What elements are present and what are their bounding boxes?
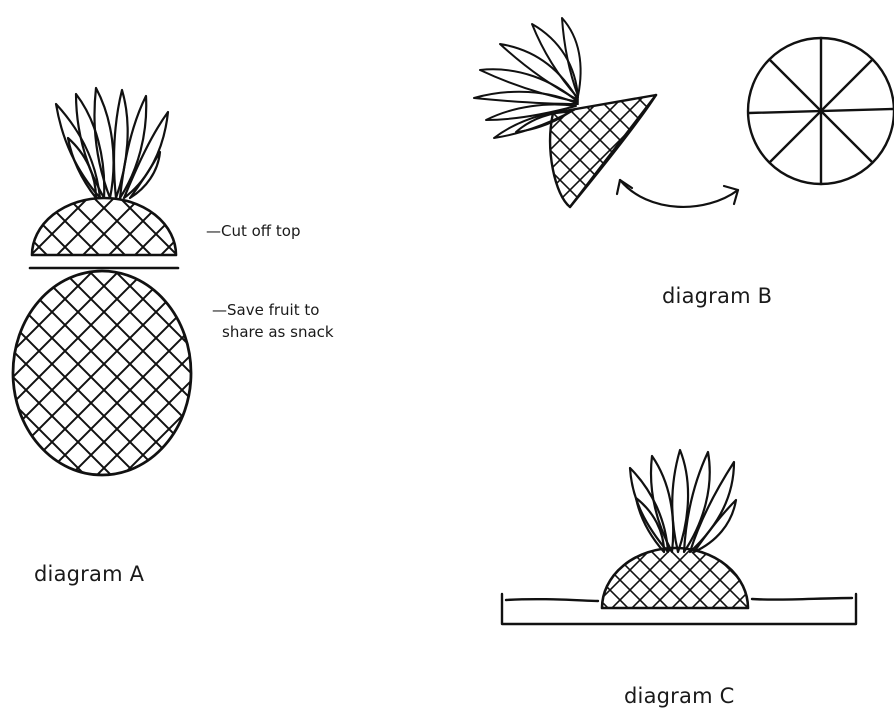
- diagram-b-sliced-disc: [748, 38, 894, 184]
- diagram-c-crown: [630, 450, 736, 552]
- diagram-c-planted-top: [600, 545, 750, 610]
- diagram-b: [474, 18, 894, 213]
- diagram-a-cut-top: [30, 195, 180, 257]
- diagram-b-caption: diagram B: [662, 284, 772, 308]
- diagram-a-crown: [56, 88, 168, 198]
- diagram-c: [502, 450, 856, 624]
- diagram-a: [10, 88, 194, 478]
- diagram-a-fruit-body: [10, 268, 194, 478]
- save-fruit-label-line1: —Save fruit to: [212, 300, 319, 321]
- diagram-b-double-arrow: [617, 180, 738, 207]
- save-fruit-label-line2: share as snack: [222, 322, 334, 343]
- cut-off-top-label: —Cut off top: [206, 221, 301, 242]
- diagram-c-caption: diagram C: [624, 684, 734, 708]
- diagram-b-wedge: [540, 88, 665, 213]
- diagram-a-caption: diagram A: [34, 562, 144, 586]
